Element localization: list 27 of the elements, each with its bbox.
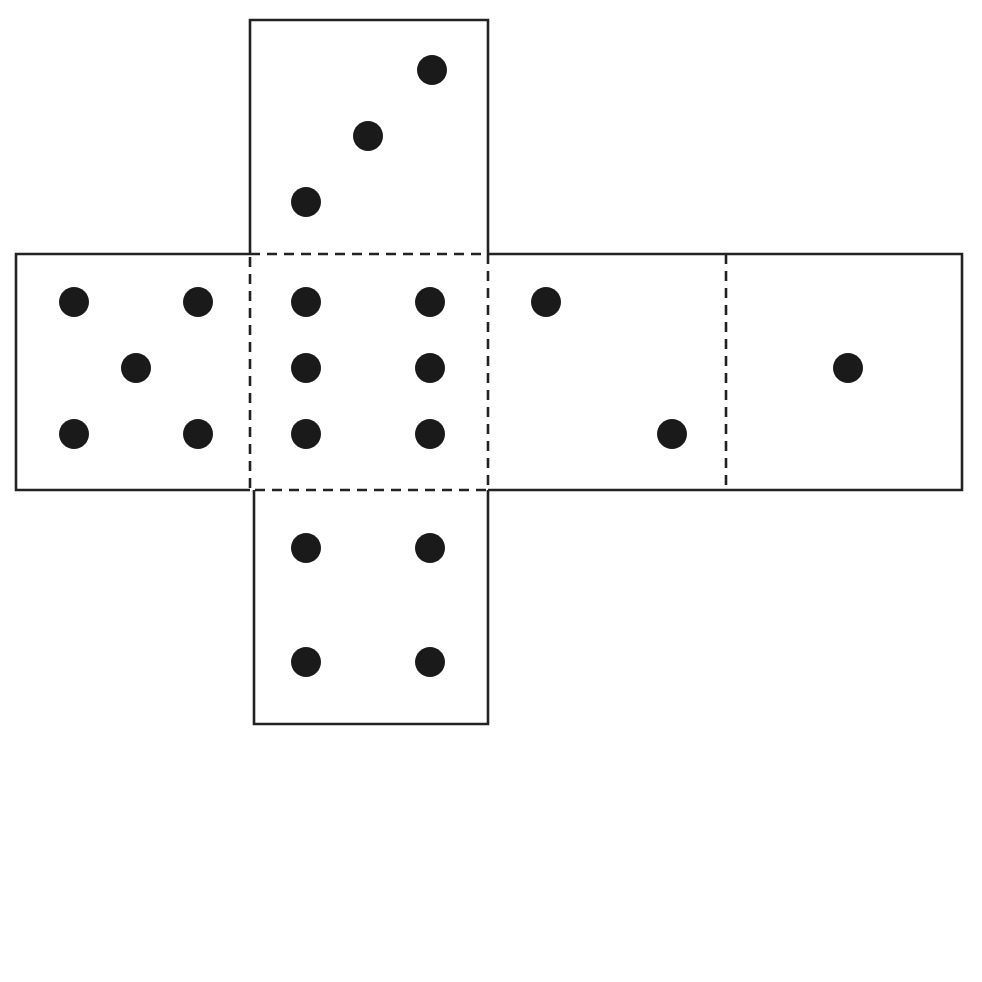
dot	[59, 287, 89, 317]
dot	[291, 533, 321, 563]
dot	[291, 647, 321, 677]
dot	[291, 287, 321, 317]
die-face	[248, 18, 490, 254]
die-face	[248, 252, 490, 492]
die-face	[252, 490, 490, 726]
dot	[291, 353, 321, 383]
dot	[415, 647, 445, 677]
dot	[417, 55, 447, 85]
dot	[415, 419, 445, 449]
dot	[833, 353, 863, 383]
die-face	[14, 252, 250, 492]
dot	[59, 419, 89, 449]
dot	[291, 187, 321, 217]
dot	[121, 353, 151, 383]
dot	[183, 419, 213, 449]
dot	[531, 287, 561, 317]
dot	[183, 287, 213, 317]
dot	[291, 419, 321, 449]
dot	[415, 533, 445, 563]
dot	[415, 353, 445, 383]
dot	[657, 419, 687, 449]
die-face	[488, 252, 728, 492]
die-face	[726, 252, 964, 492]
dot	[353, 121, 383, 151]
dot	[415, 287, 445, 317]
